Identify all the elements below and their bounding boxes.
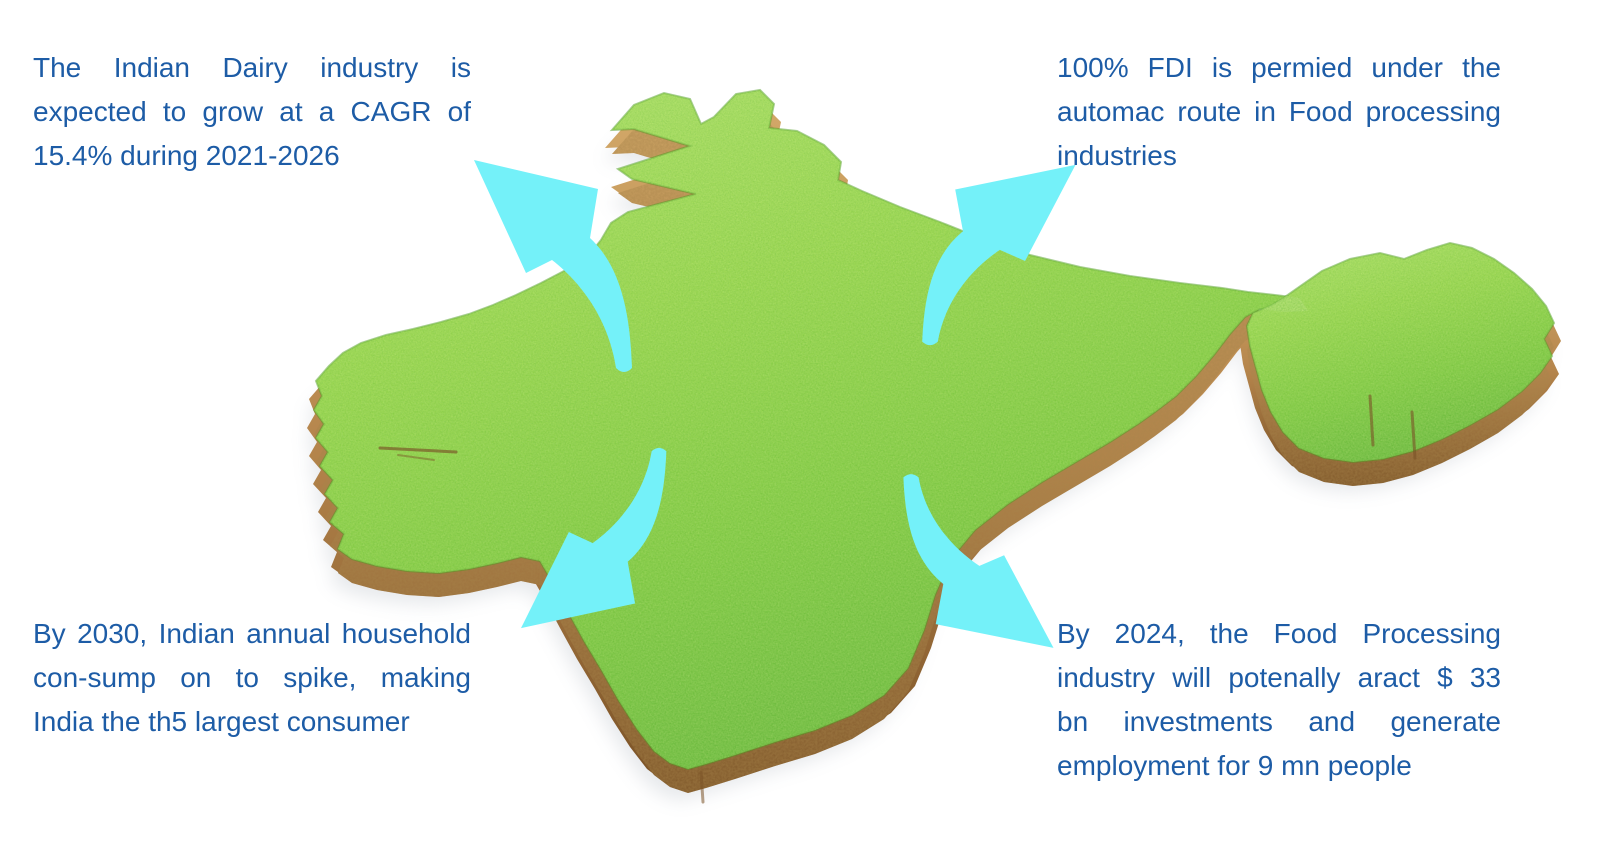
callout-line: India the th5 largest consumer	[33, 706, 410, 737]
callout-line: 100% FDI is permied under the	[1057, 52, 1501, 83]
callout-line: industries	[1057, 140, 1177, 171]
callout-line: By 2030, Indian annual household	[33, 618, 471, 649]
callout-line: The Indian Dairy industry is	[33, 52, 471, 83]
callout-line: con-sump on to spike, making	[33, 662, 471, 693]
callout-line: bn investments and generate	[1057, 706, 1501, 737]
callout-fdi-automatic-route: 100% FDI is permied under the automac ro…	[1057, 46, 1501, 178]
callout-line: automac route in Food processing	[1057, 96, 1501, 127]
callout-dairy-cagr: The Indian Dairy industry is expected to…	[33, 46, 471, 178]
callout-household-consumption: By 2030, Indian annual household con-sum…	[33, 612, 471, 744]
callout-line: 15.4% during 2021-2026	[33, 140, 340, 171]
callout-line: By 2024, the Food Processing	[1057, 618, 1501, 649]
callout-line: employment for 9 mn people	[1057, 750, 1412, 781]
callout-line: industry will potenally aract $ 33	[1057, 662, 1501, 693]
callout-food-processing-2024: By 2024, the Food Processing industry wi…	[1057, 612, 1501, 788]
callout-line: expected to grow at a CAGR of	[33, 96, 471, 127]
soil-crack-lines	[378, 394, 1417, 804]
